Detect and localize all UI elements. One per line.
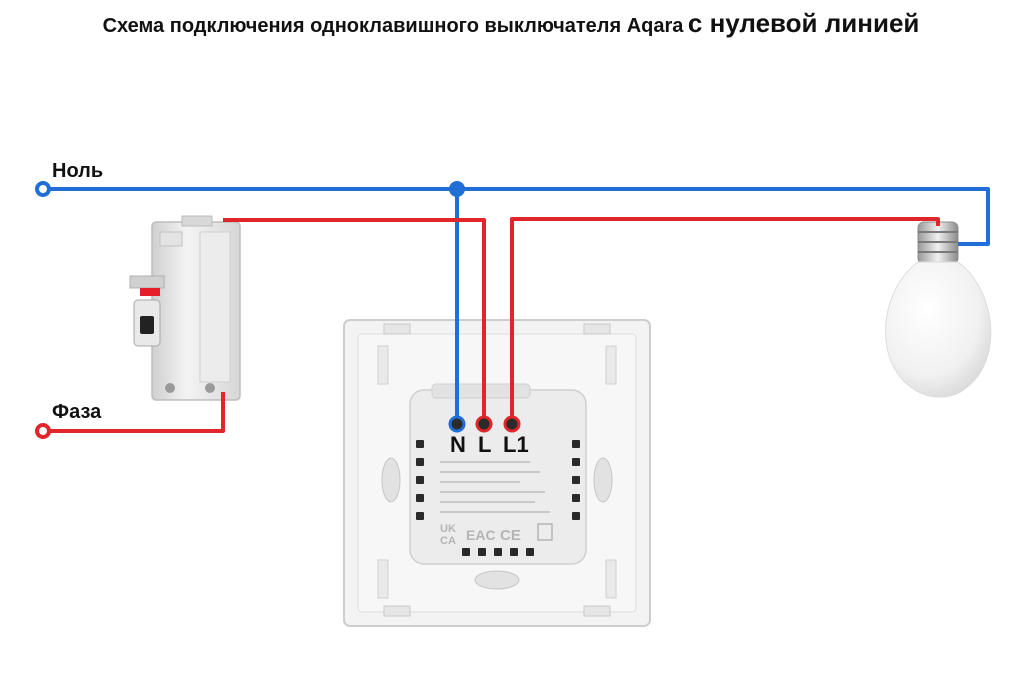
terminal-n-label: N [450,432,466,457]
ukca-mark: UK [440,523,456,535]
switch-module: UK CA EAC CE [409,383,587,565]
ce-mark: CE [500,527,521,544]
ukca-mark-bottom: CA [440,535,456,547]
title-main: Схема подключения одноклавишного выключа… [102,15,684,37]
circuit-breaker [129,215,241,401]
phase-wire [43,217,940,433]
diagram-title: Схема подключения одноклавишного выключа… [0,8,1022,39]
title-emphasis: с нулевой линией [687,8,920,38]
terminal-l1-screw [503,415,521,433]
neutral-junction-node [449,181,465,197]
neutral-input-terminal [35,181,51,197]
weee-mark-icon [537,523,553,541]
phase-input-terminal [35,423,51,439]
neutral-wire [43,187,990,424]
terminal-n-screw [448,415,466,433]
terminal-l-label: L [478,432,492,457]
phase-label: Фаза [52,401,102,423]
terminal-l1-label: L1 [503,432,529,457]
terminal-l-screw [475,415,493,433]
light-bulb-icon [885,221,992,398]
eac-mark: EAC [466,527,496,543]
neutral-label: Ноль [52,160,104,182]
